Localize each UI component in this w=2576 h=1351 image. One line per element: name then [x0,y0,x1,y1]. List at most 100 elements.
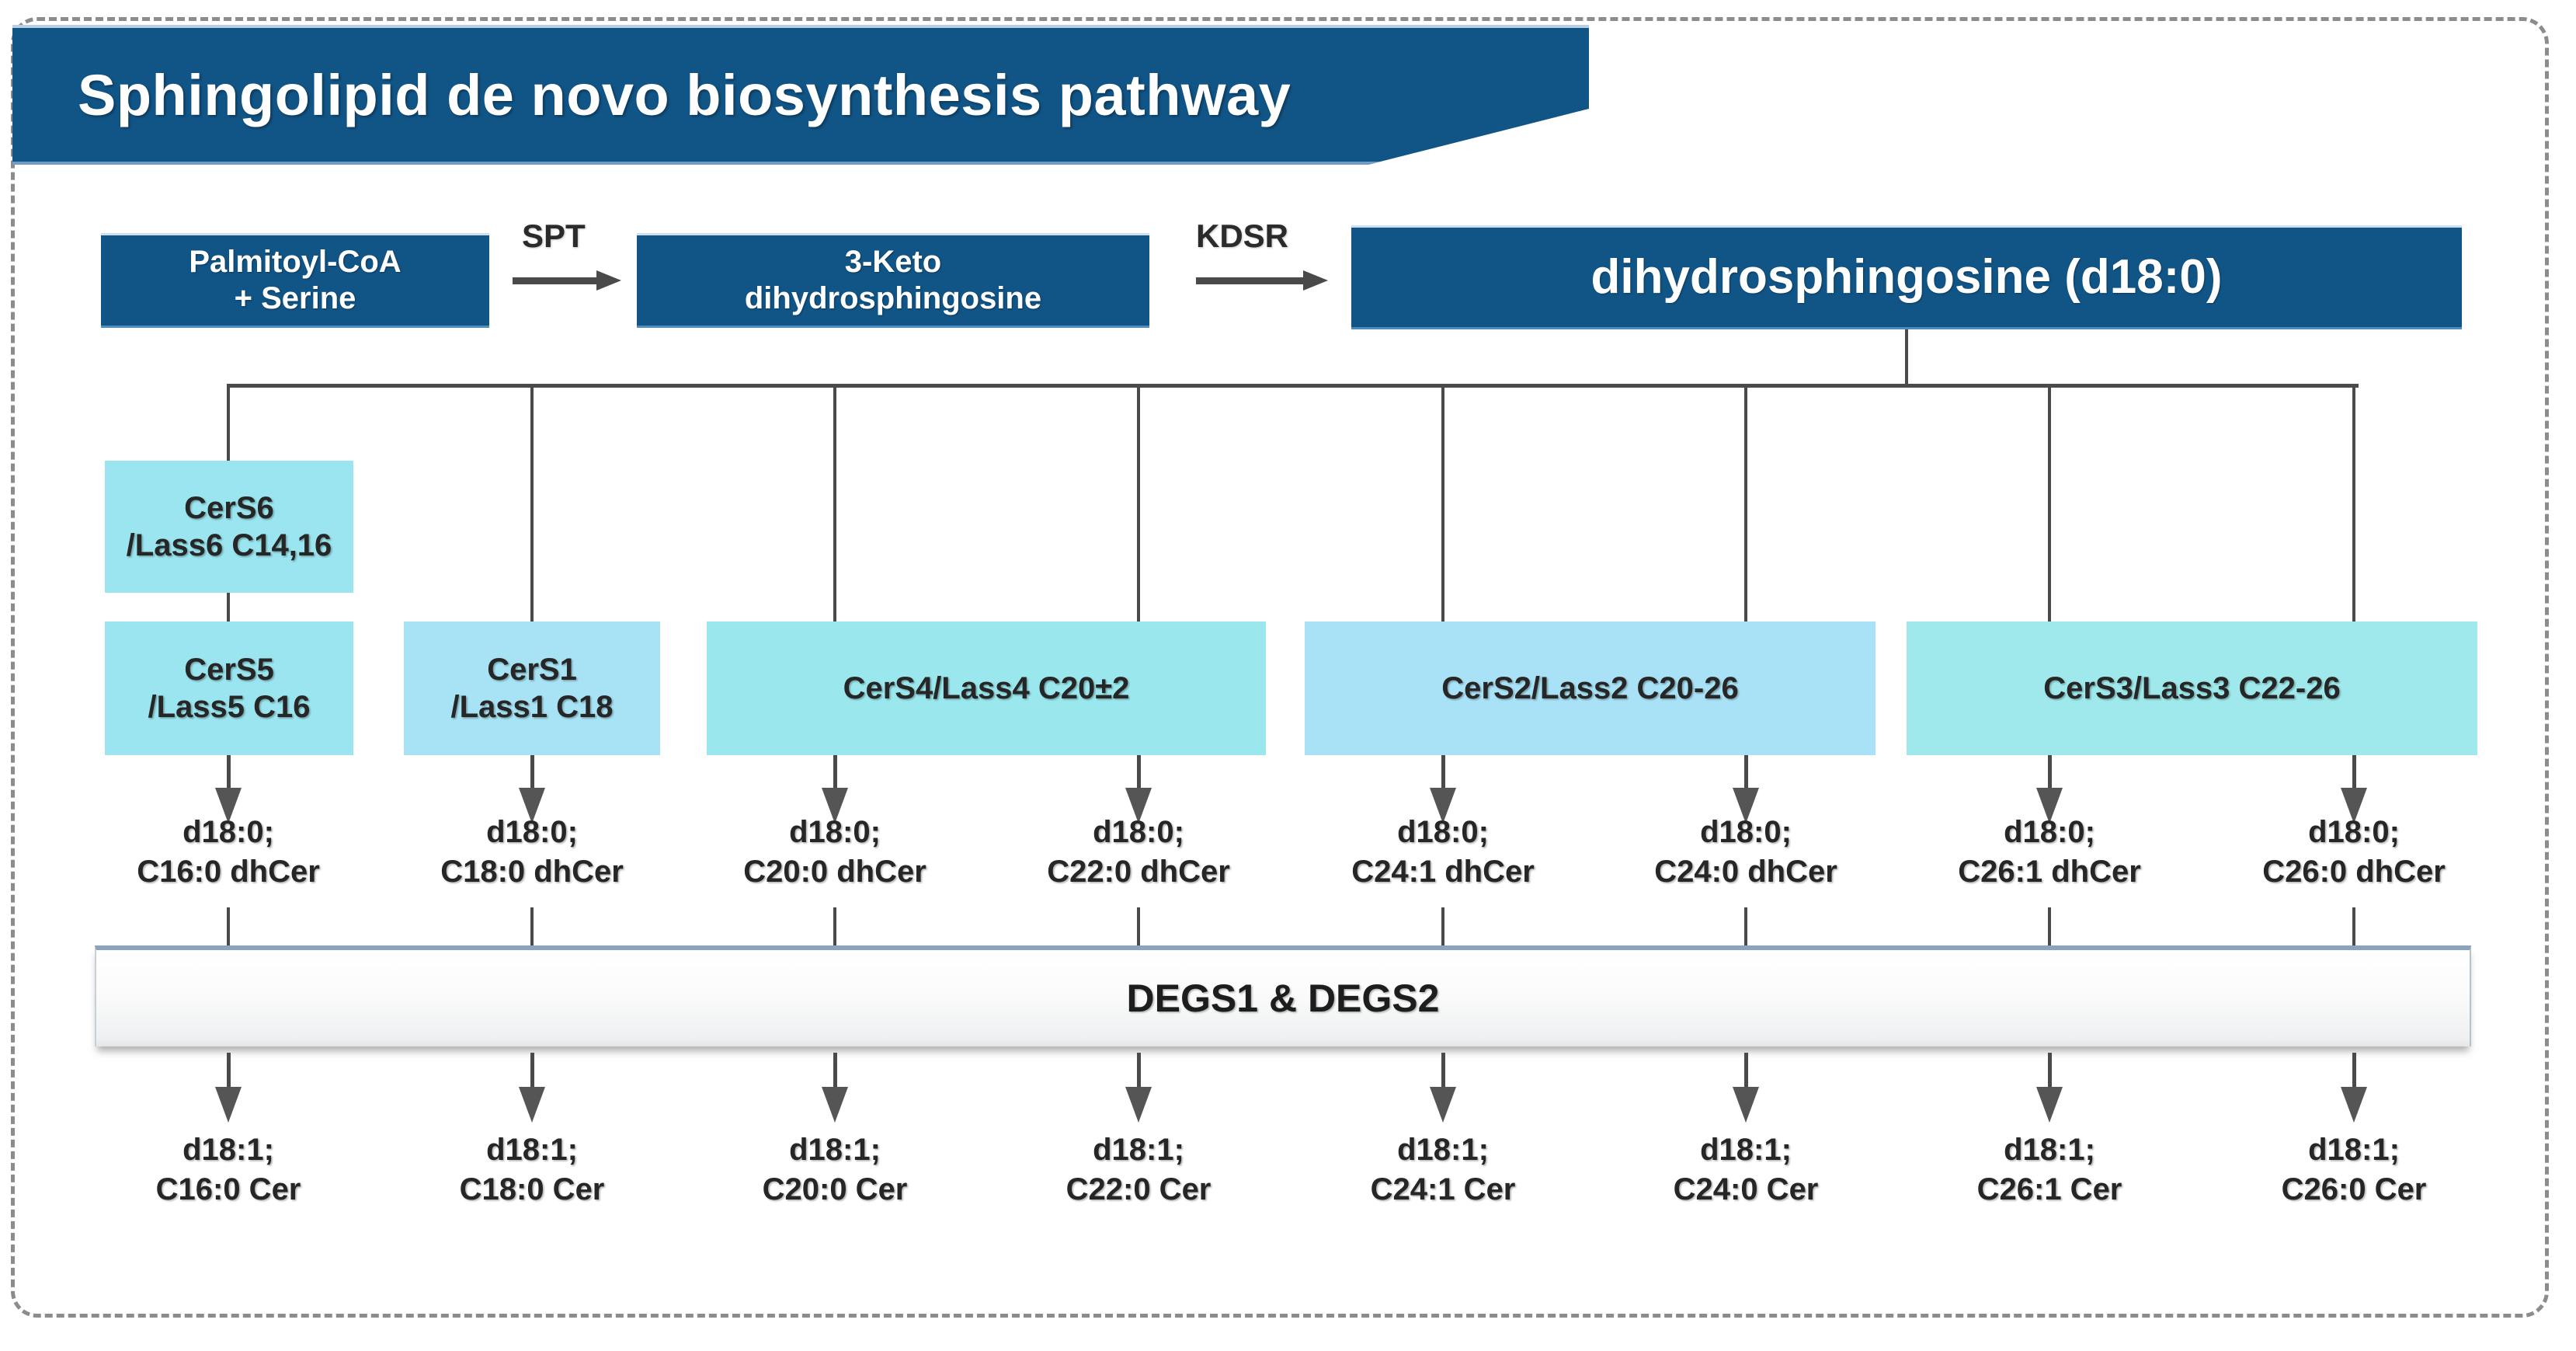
metabolite-species: C16:0 Cer [155,1172,301,1207]
metabolite-species: C20:0 Cer [762,1172,908,1207]
metabolite-base: d18:1; [1397,1133,1489,1167]
metabolite-base: d18:1; [2004,1133,2095,1167]
metabolite-base: d18:1; [2308,1133,2400,1167]
arrow-shaft [530,1053,534,1087]
metabolite-dhcer-6: d18:0; C24:0 dhCer [1654,813,1837,892]
metabolite-dhcer-8: d18:0; C26:0 dhCer [2262,813,2446,892]
arrow-shaft [833,1053,837,1087]
metabolite-species: C18:0 Cer [459,1172,605,1207]
enzyme-box-cers6: CerS6 /Lass6 C14,16 [105,461,353,593]
arrow-down-to-cer-8 [2341,1053,2367,1123]
enzyme-line-1: CerS6 [184,491,274,525]
metabolite-dhcer-5: d18:0; C24:1 dhCer [1351,813,1535,892]
arrow-shaft [1441,1053,1445,1087]
line-dhcer-to-degs-6 [1744,907,1747,950]
metabolite-base: d18:0; [1700,815,1792,849]
arrow-shaft [1196,277,1305,284]
substrate-line-2: + Serine [234,281,356,315]
node-label: Palmitoyl-CoA + Serine [189,244,401,317]
enzyme-line-2: /Lass6 C14,16 [126,528,332,562]
metabolite-base: d18:0; [1093,815,1184,849]
arrow-head [822,1087,848,1123]
metabolite-base: d18:1; [183,1133,274,1167]
metabolite-cer-2: d18:1; C18:0 Cer [460,1130,605,1210]
arrow-shaft [1137,1053,1141,1087]
arrow-down-to-dhcer-3 [822,755,848,823]
metabolite-cer-4: d18:1; C22:0 Cer [1066,1130,1212,1210]
metabolite-cer-7: d18:1; C26:1 Cer [1977,1130,2122,1210]
bus-drop-4 [1137,384,1140,622]
arrow-head [2036,1087,2063,1123]
line-dhcer-to-degs-8 [2352,907,2355,950]
enzyme-box-cers2: CerS2/Lass2 C20-26 [1305,622,1876,755]
metabolite-dhcer-2: d18:0; C18:0 dhCer [440,813,624,892]
metabolite-base: d18:1; [486,1133,578,1167]
enzyme-label-spt: SPT [522,218,586,254]
metabolite-cer-8: d18:1; C26:0 Cer [2282,1130,2427,1210]
metabolite-base: d18:0; [789,815,881,849]
arrow-head [1125,1087,1152,1123]
metabolite-species: C20:0 dhCer [743,855,926,890]
metabolite-cer-5: d18:1; C24:1 Cer [1371,1130,1516,1210]
metabolite-base: d18:0; [2004,815,2095,849]
arrow-shaft [2352,1053,2356,1087]
arrow-down-to-dhcer-1 [215,755,242,823]
enzyme-line-2: /Lass1 C18 [450,690,614,724]
arrow-shaft [227,1053,231,1087]
arrow-head [2036,788,2063,823]
metabolite-species: C26:0 Cer [2281,1172,2427,1207]
node-palmitoyl-coa-serine: Palmitoyl-CoA + Serine [101,233,489,328]
node-dihydrosphingosine: dihydrosphingosine (d18:0) [1351,225,2462,329]
metabolite-species: C22:0 Cer [1066,1172,1212,1207]
arrow-shaft [1744,1053,1748,1087]
arrow-head [215,788,242,823]
enzyme-box-label: CerS1 /Lass1 C18 [450,651,613,726]
arrow-head [822,788,848,823]
metabolite-base: d18:1; [1700,1133,1792,1167]
metabolite-cer-3: d18:1; C20:0 Cer [763,1130,908,1210]
arrow-head [1125,788,1152,823]
node-label: 3-Keto dihydrosphingosine [745,244,1041,317]
arrow-right-spt-icon [513,270,621,291]
enzyme-box-cers3: CerS3/Lass3 C22-26 [1907,622,2477,755]
arrow-shaft [227,755,231,788]
enzyme-box-cers1: CerS1 /Lass1 C18 [404,622,660,755]
page-title: Sphingolipid de novo biosynthesis pathwa… [78,62,1291,127]
bus-drop-1 [227,384,230,461]
arrow-shaft [833,755,837,788]
line-dhcer-to-degs-3 [833,907,836,950]
arrow-down-to-dhcer-5 [1430,755,1456,823]
metabolite-species: C26:0 dhCer [2262,855,2446,890]
metabolite-species: C22:0 dhCer [1047,855,1230,890]
node-3-keto-dihydrosphingosine: 3-Keto dihydrosphingosine [637,233,1149,328]
enzyme-label-kdsr: KDSR [1196,218,1289,254]
arrow-down-to-cer-1 [215,1053,242,1123]
metabolite-species: C26:1 dhCer [1958,855,2141,890]
arrow-shaft [1137,755,1141,788]
metabolite-species: C24:0 dhCer [1654,855,1837,890]
metabolite-species: C24:1 Cer [1370,1172,1516,1207]
metabolite-cer-1: d18:1; C16:0 Cer [156,1130,301,1210]
arrow-down-to-cer-3 [822,1053,848,1123]
arrow-head [519,788,545,823]
arrow-head [2341,1087,2367,1123]
enzyme-line-1: CerS1 [487,653,577,687]
enzyme-bar-degs: DEGS1 & DEGS2 [95,945,2471,1046]
bus-drop-3 [833,384,836,622]
enzyme-line-2: /Lass5 C16 [148,690,311,724]
arrow-down-to-cer-6 [1733,1053,1759,1123]
metabolite-base: d18:0; [1397,815,1489,849]
line-dhcer-to-degs-5 [1441,907,1444,950]
metabolite-base: d18:0; [486,815,578,849]
metabolite-cer-6: d18:1; C24:0 Cer [1674,1130,1819,1210]
metabolite-dhcer-3: d18:0; C20:0 dhCer [743,813,926,892]
metabolite-species: C24:1 dhCer [1351,855,1535,890]
enzyme-box-cers4: CerS4/Lass4 C20±2 [707,622,1266,755]
arrow-head [2341,788,2367,823]
node-label: dihydrosphingosine (d18:0) [1590,249,2223,304]
arrow-down-to-cer-2 [519,1053,545,1123]
arrow-down-to-dhcer-7 [2036,755,2063,823]
metabolite-species: C24:0 Cer [1673,1172,1819,1207]
metabolite-dhcer-7: d18:0; C26:1 dhCer [1958,813,2141,892]
metabolite-dhcer-1: d18:0; C16:0 dhCer [137,813,320,892]
